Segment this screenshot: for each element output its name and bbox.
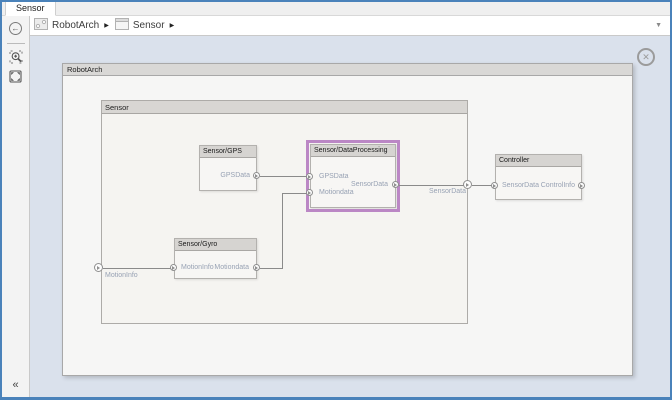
zoom-to-region-button[interactable] bbox=[8, 50, 24, 69]
tab-sensor[interactable]: Sensor bbox=[5, 2, 56, 16]
block-sensor-gps[interactable]: Sensor/GPS bbox=[199, 145, 257, 191]
controller-input-port-icon[interactable] bbox=[491, 182, 498, 189]
side-toolbar: ← bbox=[2, 16, 30, 397]
dp-input-gps-port-icon[interactable] bbox=[306, 173, 313, 180]
back-icon: ← bbox=[9, 21, 22, 35]
block-sensor-dataprocessing[interactable]: Sensor/DataProcessing bbox=[306, 140, 400, 212]
wire-gyro-out-v[interactable] bbox=[282, 193, 283, 269]
breadcrumb-item-robotarch[interactable]: RobotArch bbox=[34, 17, 99, 35]
breadcrumb-dropdown-icon[interactable]: ▼ bbox=[655, 22, 662, 29]
block-title: Sensor/GPS bbox=[200, 146, 256, 158]
block-controller[interactable]: Controller bbox=[495, 154, 582, 200]
block-sensor-gyro[interactable]: Sensor/Gyro bbox=[174, 238, 257, 279]
block-title: Sensor/DataProcessing bbox=[311, 145, 395, 157]
zoom-region-icon bbox=[9, 50, 23, 69]
wire-gyro-out-h[interactable] bbox=[260, 268, 283, 269]
breadcrumb-label: Sensor bbox=[132, 20, 165, 31]
block-title: Controller bbox=[496, 155, 581, 167]
wire-motioninfo-to-gyro[interactable] bbox=[103, 268, 171, 269]
wire-boundary-to-controller[interactable] bbox=[472, 185, 492, 186]
sensor-container[interactable]: Sensor bbox=[101, 100, 468, 324]
boundary-port-label-motioninfo: MotionInfo bbox=[105, 272, 138, 279]
wire-gyro-to-dataprocessing[interactable] bbox=[282, 193, 308, 194]
boundary-input-port-icon[interactable] bbox=[94, 263, 103, 272]
breadcrumb-label: RobotArch bbox=[52, 20, 100, 31]
dp-input-motion-port-icon[interactable] bbox=[306, 189, 313, 196]
gps-output-port-icon[interactable] bbox=[253, 172, 260, 179]
block-title: Sensor/Gyro bbox=[175, 239, 256, 251]
breadcrumb-item-sensor[interactable]: Sensor bbox=[114, 17, 165, 35]
gyro-input-port-icon[interactable] bbox=[170, 264, 177, 271]
component-icon bbox=[114, 17, 129, 35]
port-label-gyro-in: MotionInfo bbox=[181, 264, 214, 271]
port-label-dp-in-gps: GPSData bbox=[319, 173, 349, 180]
gyro-output-port-icon[interactable] bbox=[253, 264, 260, 271]
wire-label-sensordata: SensorData bbox=[429, 188, 466, 195]
dp-output-port-icon[interactable] bbox=[392, 181, 399, 188]
tab-strip: Sensor bbox=[2, 2, 670, 16]
toolbar-divider bbox=[6, 43, 25, 44]
architecture-model-icon bbox=[34, 17, 48, 35]
boundary-output-port-icon[interactable] bbox=[463, 180, 472, 189]
wire-gps-to-dataprocessing[interactable] bbox=[260, 176, 308, 177]
breadcrumb-separator-icon[interactable]: ▶ bbox=[104, 23, 109, 29]
breadcrumb: RobotArch ▶ Sensor ▶ ▼ bbox=[30, 16, 670, 36]
port-label-gyro-out: Motiondata bbox=[214, 264, 249, 271]
controller-output-port-icon[interactable] bbox=[578, 182, 585, 189]
wire-dataprocessing-to-boundary[interactable] bbox=[399, 185, 464, 186]
port-label-controller-out: ControlInfo bbox=[540, 182, 575, 189]
robotarch-title: RobotArch bbox=[63, 64, 632, 76]
diagram-canvas[interactable]: ✕ RobotArch Sensor Sensor/GPS Sensor/Dat… bbox=[30, 36, 670, 397]
collapse-panel-button[interactable]: « bbox=[12, 379, 19, 391]
back-button[interactable]: ← bbox=[8, 20, 24, 36]
close-view-button[interactable]: ✕ bbox=[637, 48, 655, 66]
port-label-dp-in-motion: Motiondata bbox=[319, 189, 354, 196]
port-label-dp-out: SensorData bbox=[351, 181, 388, 188]
breadcrumb-separator-icon[interactable]: ▶ bbox=[169, 23, 175, 29]
port-label-gps-out: GPSData bbox=[220, 172, 250, 179]
port-label-controller-in: SensorData bbox=[502, 182, 539, 189]
fit-to-view-icon bbox=[9, 70, 22, 88]
fit-to-view-button[interactable] bbox=[8, 70, 24, 88]
sensor-container-title: Sensor bbox=[102, 101, 467, 114]
